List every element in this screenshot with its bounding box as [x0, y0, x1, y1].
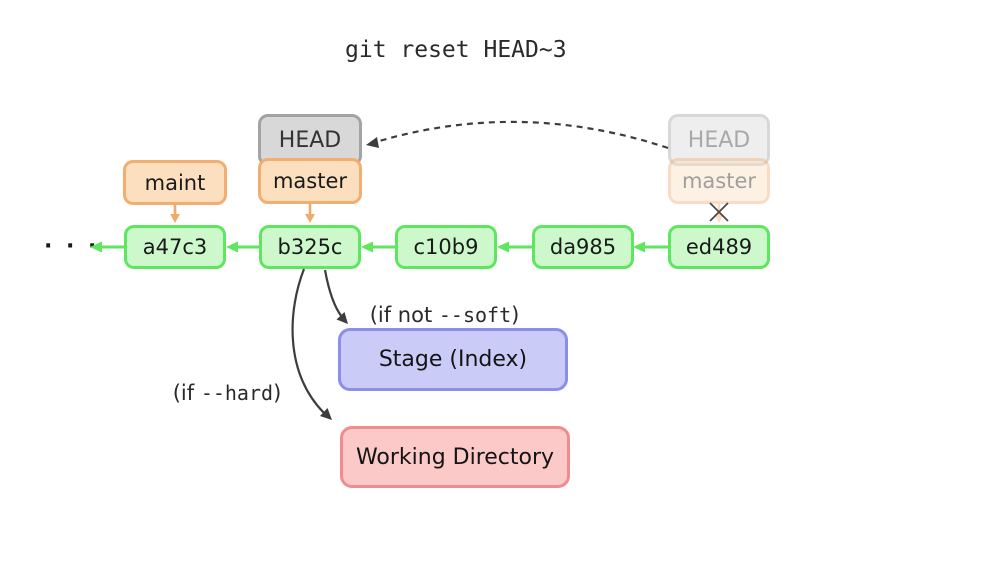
- maint-branch-label: maint: [144, 170, 206, 195]
- old-head-ref-label: HEAD: [687, 127, 751, 153]
- master-branch-box: master: [258, 158, 362, 204]
- commit-id: a47c3: [142, 235, 208, 259]
- old-head-ref-box: HEAD: [668, 114, 770, 166]
- commit-node-da985: da985: [532, 225, 634, 269]
- soft-note-suffix: ): [511, 303, 520, 327]
- commit-id: b325c: [277, 235, 343, 259]
- stage-index-box: Stage (Index): [338, 328, 568, 391]
- commit-id: ed489: [685, 235, 753, 259]
- head-ref-label: HEAD: [278, 127, 342, 153]
- maint-branch-box: maint: [123, 160, 227, 205]
- head-move-dashed-arrow: [366, 120, 669, 150]
- working-directory-label: Working Directory: [355, 444, 555, 470]
- old-master-branch-box: master: [668, 158, 770, 204]
- reset-to-working-arrow: [291, 268, 332, 420]
- crossed-out-x-icon: [709, 202, 729, 222]
- commit-parent-arrow: [361, 241, 395, 253]
- diagram-title: git reset HEAD~3: [345, 37, 567, 63]
- commit-parent-arrow: [633, 241, 668, 253]
- old-master-branch-label: master: [681, 169, 757, 193]
- commit-node-c10b9: c10b9: [395, 225, 497, 269]
- history-ellipsis: · · ·: [44, 234, 100, 259]
- soft-condition-note: (if not --soft): [343, 279, 520, 351]
- head-ref-box: HEAD: [258, 114, 362, 166]
- maint-pointer-arrow: [170, 205, 180, 223]
- hard-note-suffix: ): [273, 381, 282, 405]
- old-master-pointer-arrow: [714, 204, 724, 223]
- commit-parent-arrow: [497, 241, 532, 253]
- hard-flag-code: --hard: [200, 381, 274, 405]
- commit-id: c10b9: [413, 235, 479, 259]
- master-branch-label: master: [272, 169, 348, 193]
- commit-id: da985: [549, 235, 617, 259]
- commit-node-a47c3: a47c3: [124, 225, 226, 269]
- hard-condition-note: (if --hard): [146, 357, 282, 429]
- soft-flag-code: --soft: [438, 303, 512, 327]
- commit-node-b325c: b325c: [259, 225, 361, 269]
- working-directory-box: Working Directory: [340, 426, 570, 488]
- master-pointer-arrow: [305, 204, 315, 223]
- stage-index-label: Stage (Index): [378, 347, 528, 372]
- commit-node-ed489: ed489: [668, 225, 770, 269]
- commit-parent-arrow: [226, 241, 259, 253]
- soft-note-prefix: (if not: [369, 303, 439, 327]
- hard-note-prefix: (if: [172, 381, 201, 405]
